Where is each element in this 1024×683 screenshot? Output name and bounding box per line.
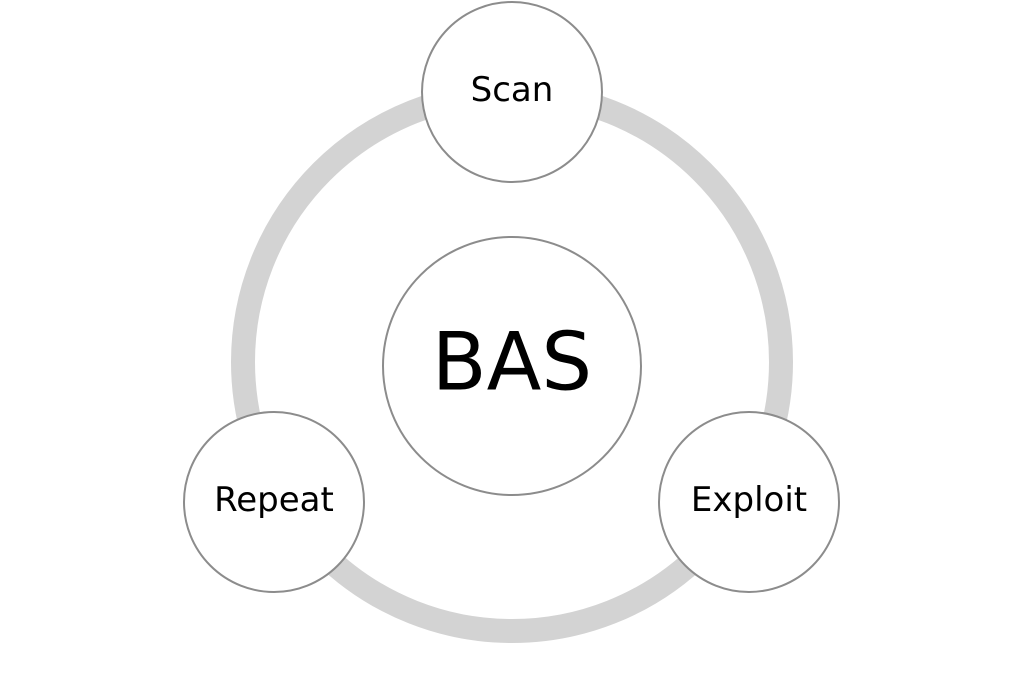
center-node: BAS — [382, 236, 642, 496]
cycle-node-exploit-circle — [658, 411, 840, 593]
center-node-circle — [382, 236, 642, 496]
cycle-node-scan-label: Scan — [471, 70, 554, 110]
cycle-node-scan: Scan — [421, 1, 603, 183]
cycle-node-repeat-circle — [183, 411, 365, 593]
cycle-node-repeat: Repeat — [183, 411, 365, 593]
cycle-node-scan-circle — [421, 1, 603, 183]
center-node-label: BAS — [432, 316, 592, 409]
cycle-node-exploit-label: Exploit — [691, 480, 807, 520]
cycle-node-repeat-label: Repeat — [214, 480, 334, 520]
cycle-node-exploit: Exploit — [658, 411, 840, 593]
